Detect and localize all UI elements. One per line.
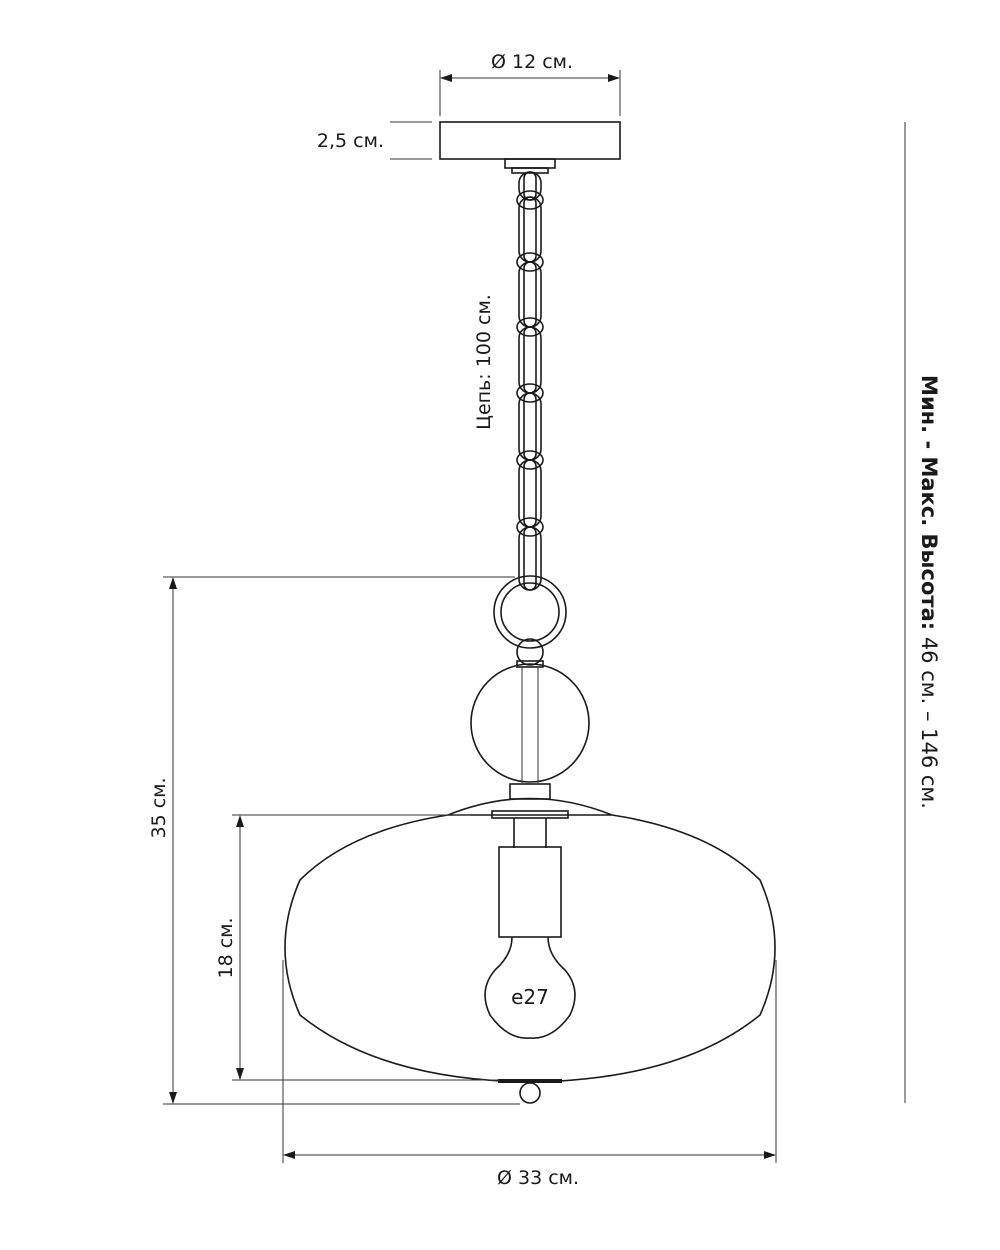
canopy [439, 121, 621, 174]
body-height-dimension: 35 см. [148, 576, 520, 1105]
shade-height-label: 18 см. [215, 917, 237, 978]
socket-type-label: e27 [511, 985, 549, 1009]
glass-shade [284, 814, 776, 1104]
shade-diameter-dimension: Ø 33 см. [282, 960, 777, 1189]
chain-link-joint [516, 383, 544, 403]
height-range-label: Мин. - Макс. Высота: [917, 375, 941, 630]
chain-link [523, 459, 537, 528]
chain-link [518, 326, 542, 394]
shade-height-dimension: 18 см. [215, 814, 500, 1081]
chain-link [523, 392, 537, 461]
chain [516, 171, 544, 591]
chain-link-joint [516, 450, 544, 470]
canopy-height-dimension: 2,5 см. [317, 121, 432, 160]
chain-link [518, 392, 542, 461]
canopy-height-label: 2,5 см. [317, 130, 384, 152]
ring-and-sphere [447, 575, 613, 848]
socket-and-bulb: e27 [484, 846, 576, 1039]
chain-link [523, 171, 537, 201]
chain-link [518, 459, 542, 528]
chain-link-joint [516, 252, 544, 272]
canopy-diameter-dimension: Ø 12 см. [439, 51, 621, 116]
shade-diameter-label: Ø 33 см. [497, 1167, 579, 1189]
canopy-diameter-label: Ø 12 см. [491, 51, 573, 73]
chain-link [523, 526, 537, 591]
chain-link [518, 171, 542, 201]
chain-link-joint [516, 317, 544, 337]
height-range-value: 46 см. – 146 см. [917, 630, 941, 809]
chain-link-joint [516, 517, 544, 537]
chain-link-joint [516, 190, 544, 210]
body-height-label: 35 см. [148, 777, 170, 838]
overall-height-note: Мин. - Макс. Высота: 46 см. – 146 см. [904, 122, 941, 1103]
svg-text:Мин. - Макс. Высота: 46 см. –: Мин. - Макс. Высота: 46 см. – 146 см. [917, 375, 941, 809]
chain-length-label: Цепь: 100 см. [473, 294, 495, 430]
chain-link [523, 326, 537, 394]
